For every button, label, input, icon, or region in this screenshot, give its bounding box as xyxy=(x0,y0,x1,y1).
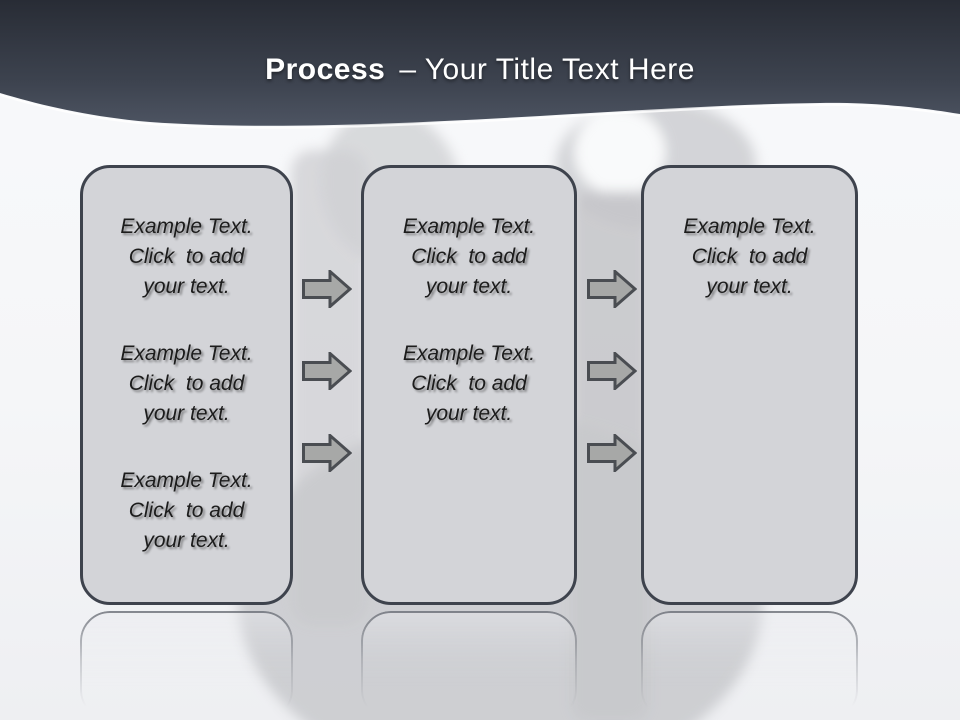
box-reflection xyxy=(80,611,293,720)
placeholder-text-line: your text. xyxy=(706,275,793,298)
placeholder-paragraph: Example Text. Click to add your text. xyxy=(83,466,290,556)
process-step-box-2[interactable]: Example Text. Click to add your text. Ex… xyxy=(361,165,577,605)
box-reflection xyxy=(361,611,577,720)
placeholder-text-line: Example Text. xyxy=(683,215,816,238)
process-step-box-1[interactable]: Example Text. Click to add your text. Ex… xyxy=(80,165,293,605)
placeholder-text-line: Click to add xyxy=(128,372,245,395)
placeholder-text-line: your text. xyxy=(143,529,230,552)
slide-title: Process – Your Title Text Here xyxy=(0,53,960,87)
placeholder-text-line: Example Text. xyxy=(120,215,253,238)
placeholder-text-line: Example Text. xyxy=(120,342,253,365)
placeholder-text-line: Click to add xyxy=(128,499,245,522)
placeholder-text-line: your text. xyxy=(425,275,513,298)
placeholder-paragraph: Example Text. Click to add your text. xyxy=(364,339,574,429)
placeholder-text-line: Click to add xyxy=(411,372,527,395)
placeholder-text-line: Example Text. xyxy=(120,469,253,492)
placeholder-paragraph: Example Text. Click to add your text. xyxy=(644,212,855,302)
placeholder-text-line: Click to add xyxy=(128,245,245,268)
placeholder-paragraph: Example Text. Click to add your text. xyxy=(83,339,290,429)
placeholder-paragraph: Example Text. Click to add your text. xyxy=(364,212,574,302)
placeholder-text-line: Click to add xyxy=(691,245,808,268)
placeholder-text-line: your text. xyxy=(425,402,513,425)
arrow-right-icon xyxy=(587,434,637,472)
arrow-right-icon xyxy=(302,270,352,308)
placeholder-text-line: Example Text. xyxy=(402,342,536,365)
placeholder-text-line: your text. xyxy=(143,275,230,298)
placeholder-text-line: your text. xyxy=(143,402,230,425)
arrow-right-icon xyxy=(587,352,637,390)
arrow-right-icon xyxy=(302,434,352,472)
header-wave xyxy=(0,0,960,129)
arrow-right-icon xyxy=(302,352,352,390)
process-step-box-3[interactable]: Example Text. Click to add your text. xyxy=(641,165,858,605)
title-emphasis: Process xyxy=(265,53,386,86)
box-reflection xyxy=(641,611,858,720)
placeholder-text-line: Click to add xyxy=(411,245,527,268)
placeholder-text-line: Example Text. xyxy=(402,215,536,238)
placeholder-paragraph: Example Text. Click to add your text. xyxy=(83,212,290,302)
title-rest: – Your Title Text Here xyxy=(399,53,695,86)
arrow-right-icon xyxy=(587,270,637,308)
